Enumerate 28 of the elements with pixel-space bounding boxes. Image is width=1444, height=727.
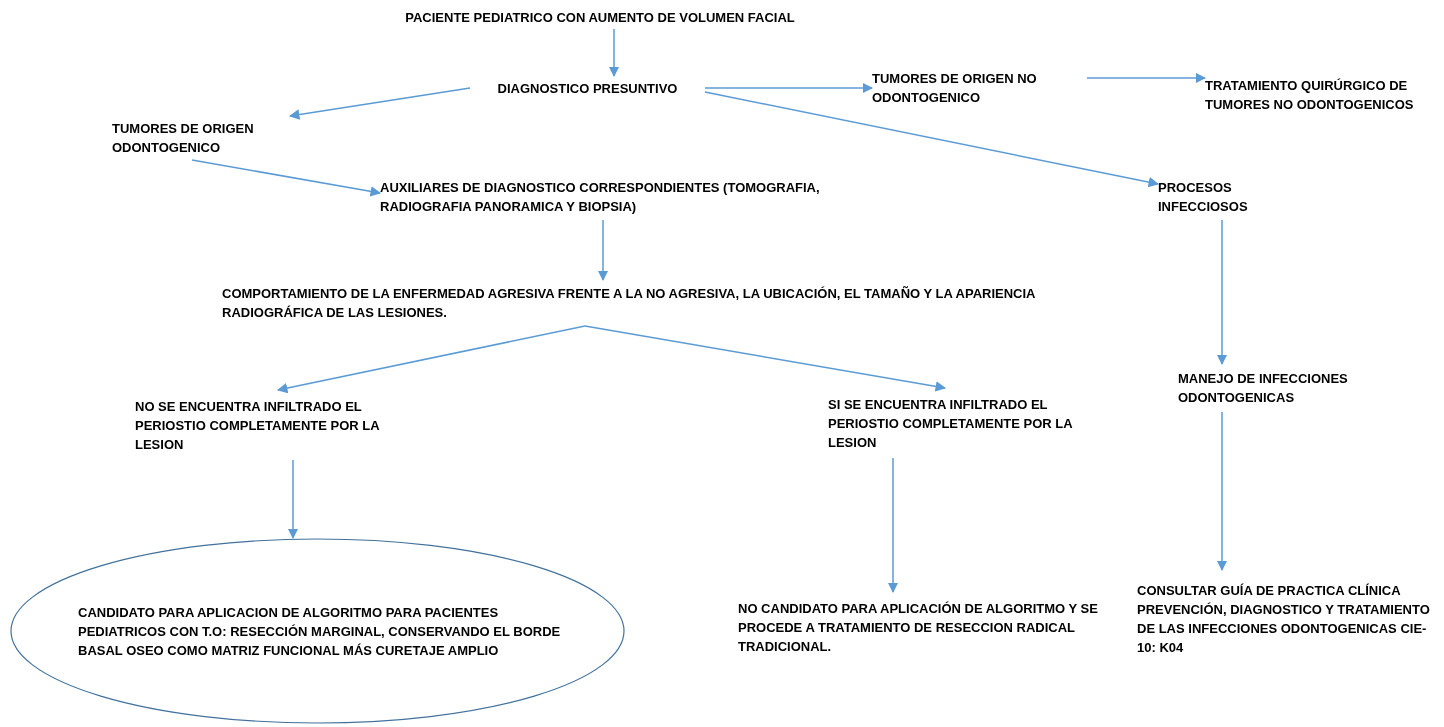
arrow [276,325,586,394]
node-text: NO CANDIDATO PARA APLICACIÓN DE ALGORITMO Y SE PROCEDE A TRATAMIENTO DE RESECCION RADICAL TRADICIONAL. [738,599,1099,656]
arrow [1216,411,1228,572]
node-text: TRATAMIENTO QUIRÚRGICO DE TUMORES NO ODONTOGENICOS [1205,77,1415,114]
node-text: TUMORES DE ORIGEN ODONTOGENICO [112,120,255,157]
node-text: PROCESOS INFECCIOSOS [1158,179,1249,216]
arrow [584,325,947,392]
arrow [597,219,609,282]
node-text: MANEJO DE INFECCIONES ODONTOGENICAS [1178,370,1349,407]
node-text: COMPORTAMIENTO DE LA ENFERMEDAD AGRESIVA FRENTE A LA NO AGRESIVA, LA UBICACIÓN, EL TAMAÑO Y LA APARIENCIA RADIOGRÁFICA DE LAS LESIONES. [222,285,1036,322]
arrow [287,459,299,540]
node-text: AUXILIARES DE DIAGNOSTICO CORRESPONDIENTES (TOMOGRAFIA, RADIOGRAFIA PANORAMICA Y BIOPSIA) [380,179,821,216]
node-text: CONSULTAR GUÍA DE PRACTICA CLÍNICA PREVENCIÓN, DIAGNOSTICO Y TRATAMIENTO DE LAS INFECCIONES ODONTOGENICAS CIE-10: K04 [1137,582,1431,657]
node-text: DIAGNOSTICO PRESUNTIVO [496,79,679,98]
ellipse-node [10,538,625,724]
arrow [191,159,382,197]
arrow [887,457,899,594]
node-text: CANDIDATO PARA APLICACION DE ALGORITMO PARA PACIENTES PEDIATRICOS CON T.O: RESECCIÓN MARGINAL, CONSERVANDO EL BORDE BASAL OSEO COMO MATRIZ FUNCIONAL MÁS CURETAJE AMPLIO [78,603,562,660]
arrow [704,91,1160,188]
node-text: PACIENTE PEDIATRICO CON AUMENTO DE VOLUMEN FACIAL [404,8,796,27]
arrow [1086,72,1207,84]
node-text: NO SE ENCUENTRA INFILTRADO EL PERIOSTIO COMPLETAMENTE POR LA LESION [135,397,381,454]
node-text: TUMORES DE ORIGEN NO ODONTOGENICO [872,70,1038,107]
arrow [704,82,874,94]
arrow [288,87,471,120]
node-text: SI SE ENCUENTRA INFILTRADO EL PERIOSTIO COMPLETAMENTE POR LA LESION [828,395,1074,452]
arrow [1216,219,1228,366]
arrow [608,28,620,78]
